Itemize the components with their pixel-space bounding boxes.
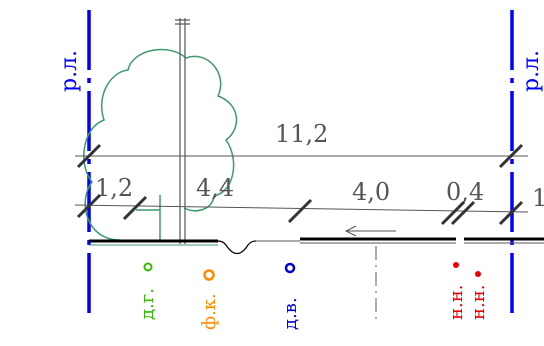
tick-mark bbox=[76, 143, 102, 169]
legend-fk: ф.к. bbox=[199, 293, 220, 330]
legend-fk-marker bbox=[203, 269, 215, 281]
dimension-total: 11,2 bbox=[275, 120, 328, 148]
legend-dg: д.г. bbox=[137, 288, 158, 320]
dimension-seg-3: 4,0 bbox=[352, 178, 390, 206]
legend-nn-1: н.н. bbox=[446, 285, 467, 320]
legend-dg-marker bbox=[143, 262, 153, 272]
dimension-seg-1: 1,2 bbox=[95, 174, 133, 202]
red-line-label-left: р.л. bbox=[57, 50, 82, 92]
tick-mark bbox=[287, 198, 313, 224]
legend-dv: д.в. bbox=[280, 297, 301, 330]
tick-mark bbox=[76, 193, 102, 219]
legend-nn-2-marker bbox=[475, 271, 481, 277]
tick-mark bbox=[498, 200, 524, 226]
tree-icon bbox=[83, 48, 238, 242]
legend-nn-1-marker bbox=[453, 262, 459, 268]
legend-nn-2: н.н. bbox=[468, 285, 489, 320]
ground-profile bbox=[89, 237, 544, 255]
tick-mark bbox=[122, 195, 148, 221]
dimension-seg-5: 1 bbox=[532, 184, 544, 212]
tick-mark bbox=[450, 200, 476, 226]
tick-mark bbox=[440, 200, 466, 226]
dimension-seg-2: 4,4 bbox=[196, 174, 234, 202]
legend-dv-marker bbox=[284, 262, 296, 274]
red-line-label-right: р.л. bbox=[519, 50, 544, 92]
tick-mark bbox=[498, 143, 524, 169]
dimension-ticks bbox=[76, 143, 524, 226]
dimension-seg-4: 0,4 bbox=[446, 178, 484, 206]
arrow-left-icon bbox=[344, 225, 396, 237]
